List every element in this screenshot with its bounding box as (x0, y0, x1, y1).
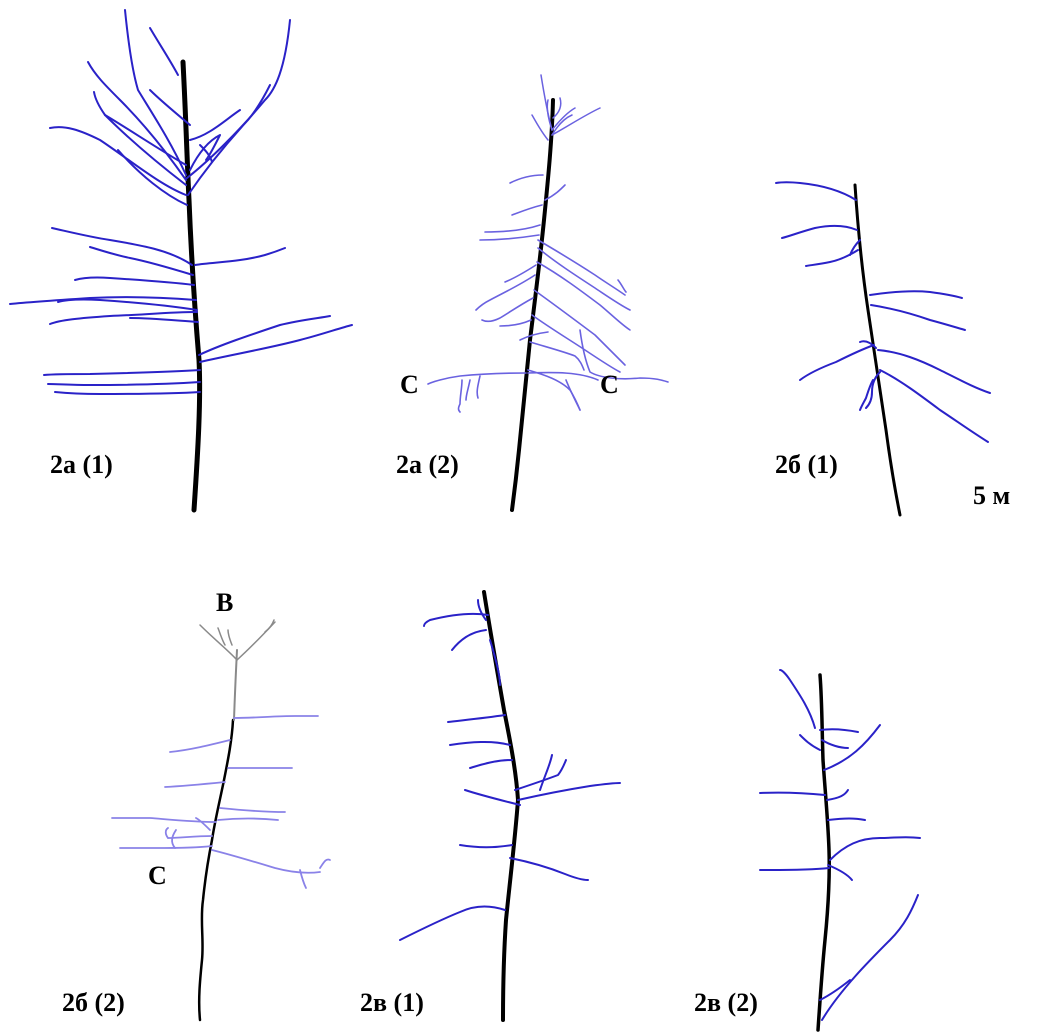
scale-label: 5 м (973, 483, 1010, 509)
tree-2v1 (400, 592, 620, 1020)
tree-2b2 (112, 620, 330, 1020)
tree-2a1 (10, 10, 352, 510)
tree-2a2-stem (512, 100, 553, 510)
tree-2v1-stem (484, 592, 518, 1020)
tree-2v2 (760, 670, 920, 1030)
tree-2a1-stem (183, 62, 200, 510)
tree-2a2 (428, 75, 668, 510)
marker-b-2b2: B (216, 590, 233, 616)
panel-label-2a1: 2а (1) (50, 452, 113, 478)
panel-label-2v2: 2в (2) (694, 990, 758, 1016)
tree-2v2-branches (760, 670, 920, 1020)
tree-2b2-stem (199, 720, 233, 1020)
panel-label-2b1: 2б (1) (775, 452, 838, 478)
marker-c-right-2a2: C (600, 372, 619, 398)
tree-2a2-branches (428, 175, 668, 412)
panel-label-2b2: 2б (2) (62, 990, 125, 1016)
panel-label-2v1: 2в (1) (360, 990, 424, 1016)
tree-2b2-branches (112, 716, 330, 888)
marker-c-left-2a2: C (400, 372, 419, 398)
tree-2v2-stem (818, 675, 829, 1030)
marker-c-2b2: C (148, 863, 167, 889)
tree-2a2-crown (532, 75, 600, 140)
panel-label-2a2: 2а (2) (396, 452, 459, 478)
